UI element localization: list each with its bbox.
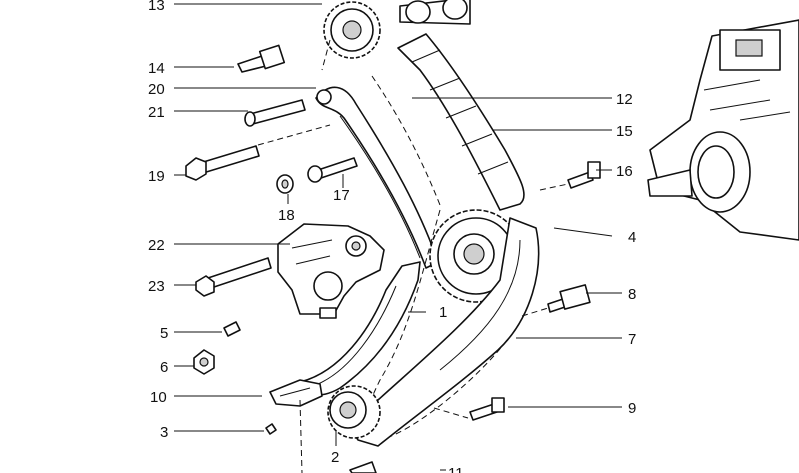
callout-1: 1 <box>439 304 447 321</box>
crankshaft-sprocket <box>327 385 381 439</box>
injection-pump <box>647 19 799 241</box>
callout-4: 4 <box>628 229 636 246</box>
bolt-9 <box>469 397 505 421</box>
bolt-8 <box>547 284 591 313</box>
nut-6 <box>193 349 215 375</box>
bolt-17 <box>307 157 358 183</box>
callout-16: 16 <box>616 163 633 180</box>
leader-lines <box>174 3 622 471</box>
camshaft-sprocket <box>323 0 471 59</box>
guide-shoe <box>269 379 323 407</box>
callout-6: 6 <box>160 359 168 376</box>
callout-5: 5 <box>160 325 168 342</box>
callout-labels: 13 14 20 21 19 18 17 22 23 5 6 10 3 2 11… <box>148 0 636 473</box>
callout-10: 10 <box>150 389 167 406</box>
callout-20: 20 <box>148 81 165 98</box>
callout-14: 14 <box>148 60 165 77</box>
callout-8: 8 <box>628 286 636 303</box>
bolt-14 <box>237 44 286 73</box>
chain-tensioner-housing <box>277 223 385 319</box>
callout-2: 2 <box>331 449 339 466</box>
callout-19: 19 <box>148 168 165 185</box>
tensioner-rail-upper <box>315 86 439 269</box>
callout-9: 9 <box>628 400 636 417</box>
callout-11: 11 <box>448 465 464 473</box>
bolt-11 <box>349 461 377 473</box>
lower-chain-guide <box>354 217 540 447</box>
key-5 <box>223 321 241 337</box>
callout-23: 23 <box>148 278 165 295</box>
bolt-21 <box>244 99 306 127</box>
callout-21: 21 <box>148 104 165 121</box>
callout-3: 3 <box>160 424 168 441</box>
callout-12: 12 <box>616 91 633 108</box>
callout-17: 17 <box>333 187 350 204</box>
callout-7: 7 <box>628 331 636 348</box>
tensioner-rail-lower <box>299 261 421 396</box>
key-3 <box>265 423 277 435</box>
washer-18 <box>276 174 294 194</box>
bolt-16 <box>567 161 601 189</box>
upper-chain-and-guide <box>371 33 525 211</box>
callout-22: 22 <box>148 237 165 254</box>
callout-15: 15 <box>616 123 633 140</box>
callout-18: 18 <box>278 207 295 224</box>
callout-13: 13 <box>148 0 165 14</box>
alignment-lines <box>257 39 569 473</box>
bolt-23 <box>195 257 272 297</box>
bolt-19 <box>185 145 260 181</box>
